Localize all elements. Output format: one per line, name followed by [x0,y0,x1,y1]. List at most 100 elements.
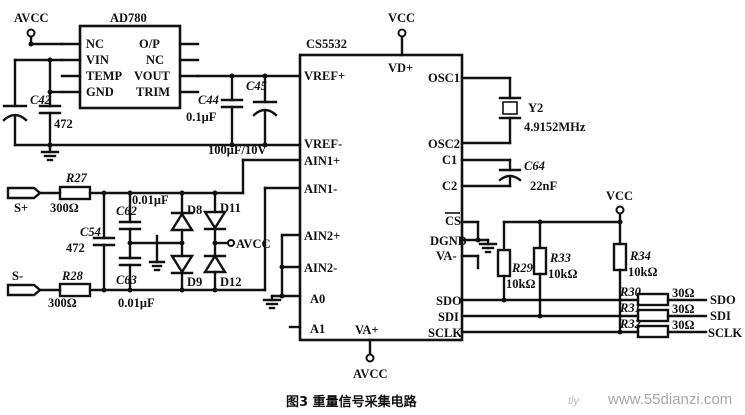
ad780-pin-nc2: NC [146,53,164,67]
watermark-mark: tly [568,395,581,407]
ground-symbol [40,143,60,162]
signal-sdo: SDO [710,293,736,307]
junction-dot [179,240,185,246]
watermark-site: www.55dianzi.com [607,391,732,408]
vcc-terminal-top [397,28,407,38]
resistor-r34: R34 10kΩ [612,220,657,334]
pin-sclk: SCLK [428,326,462,340]
ain-wiring [213,158,302,329]
pin-ain2-plus: AIN2+ [304,229,340,243]
junction-dot [501,297,507,303]
junction-dot [28,41,34,47]
cap-c45: C45 100μF/10V [208,74,278,157]
c63-value: 0.01μF [118,296,155,310]
junction-dot [475,237,481,243]
site-watermark: tly www.55dianzi.com [568,391,732,408]
pin-cs: CS [445,214,461,228]
diodes-d11-d12: AVCC D11 D12 [202,190,271,293]
ad780-label: AD780 [110,11,147,25]
avcc-terminal-mid [227,239,235,247]
ad780-pin-trim: TRIM [136,85,170,99]
pin-osc2: OSC2 [428,137,460,151]
cap-c62-c63: 0.01μF C62 C63 0.01μF [116,190,169,310]
ad780-pin-op: O/P [139,37,160,51]
c54-value: 472 [66,241,85,255]
avcc-label-left: AVCC [14,11,49,25]
r27-ref: R27 [65,171,88,185]
resistor-r33: R33 10kΩ [532,220,577,318]
diode-d9 [169,254,195,275]
junction-dot [262,142,268,148]
vcc-rail-right: VCC [502,189,633,225]
c42-value: 472 [54,117,73,131]
junction-dot [279,293,285,299]
r34-value: 10kΩ [628,265,657,279]
c62-ref: C62 [116,204,137,218]
c45-value: 100μF/10V [208,143,266,157]
r29-value: 10kΩ [506,277,535,291]
r28-ref: R28 [61,269,84,283]
pin-dgnd: DGND [430,234,467,248]
pin-a0: A0 [310,292,325,306]
pin-ain1-minus: AIN1- [304,182,337,196]
pin-vref-minus: VREF- [304,137,342,151]
r30-ref: R30 [619,285,642,299]
pin-c1: C1 [442,153,457,167]
s-plus-label: S+ [14,201,28,215]
y2-value: 4.9152MHz [524,120,586,134]
junction-dot [617,329,623,335]
r28-body [58,282,92,298]
signal-sclk: SCLK [708,326,742,340]
ad780-pin-vout: VOUT [134,69,171,83]
c45-ref: C45 [246,79,267,93]
ad780-body [78,24,182,110]
r27-value: 300Ω [50,201,79,215]
c63-ref: C63 [116,273,137,287]
diodes-d8-d9: D8 D9 [155,190,202,293]
input-s-minus: S- R28 300Ω [6,269,217,310]
cap-electrolytic-left [2,104,28,147]
r31-body [636,308,670,323]
r27-body [58,185,92,201]
pin-osc1: OSC1 [428,71,460,85]
vcc-rail-top: VCC [388,11,415,57]
crystal-body [502,101,518,115]
vcc-label-right: VCC [606,189,633,203]
cap-c64: C64 22nF [460,158,557,193]
r29-body [496,248,512,278]
avcc-rail-bottom: AVCC [353,338,388,381]
c44-ref: C44 [198,93,219,107]
crystal-y2: Y2 4.9152MHz [460,76,586,145]
pin-a1: A1 [310,322,325,336]
cs5532-label: CS5532 [306,37,347,51]
d11-ref: D11 [220,201,241,215]
pin-va-plus: VA+ [355,323,379,337]
cs-dgnd-wiring [460,220,498,270]
r33-value: 10kΩ [548,267,577,281]
diode-d11 [202,210,228,231]
d8-ref: D8 [187,203,202,217]
r31-value: 30Ω [672,302,695,316]
r28-value: 300Ω [48,296,77,310]
ad780-chip: AD780 NC VIN TEMP GND O/P NC VOUT TRIM [60,11,200,110]
c54-ref: C54 [80,225,101,239]
serial-bus: R30 R31 R32 30Ω 30Ω 30Ω SDO SDI SCLK [460,285,742,340]
pin-ain2-minus: AIN2- [304,261,337,275]
s-minus-label: S- [12,269,23,283]
c44-value: 0.1μF [186,110,217,124]
avcc-terminal-left [26,28,36,38]
connector-s-plus [6,186,42,200]
ad780-pin-gnd: GND [86,85,114,99]
pin-va-minus: VA- [436,249,457,263]
c42-ref: C42 [30,93,51,107]
pin-c2: C2 [442,179,457,193]
signal-sdi: SDI [710,309,731,323]
y2-ref: Y2 [528,101,543,115]
c64-value: 22nF [530,179,557,193]
cs5532-chip: CS5532 VREF+ VREF- AIN1+ AIN1- AIN2+ AIN… [298,37,467,342]
r34-ref: R34 [629,249,651,263]
r29-ref: R29 [511,261,534,275]
avcc-terminal-bottom [365,353,375,363]
